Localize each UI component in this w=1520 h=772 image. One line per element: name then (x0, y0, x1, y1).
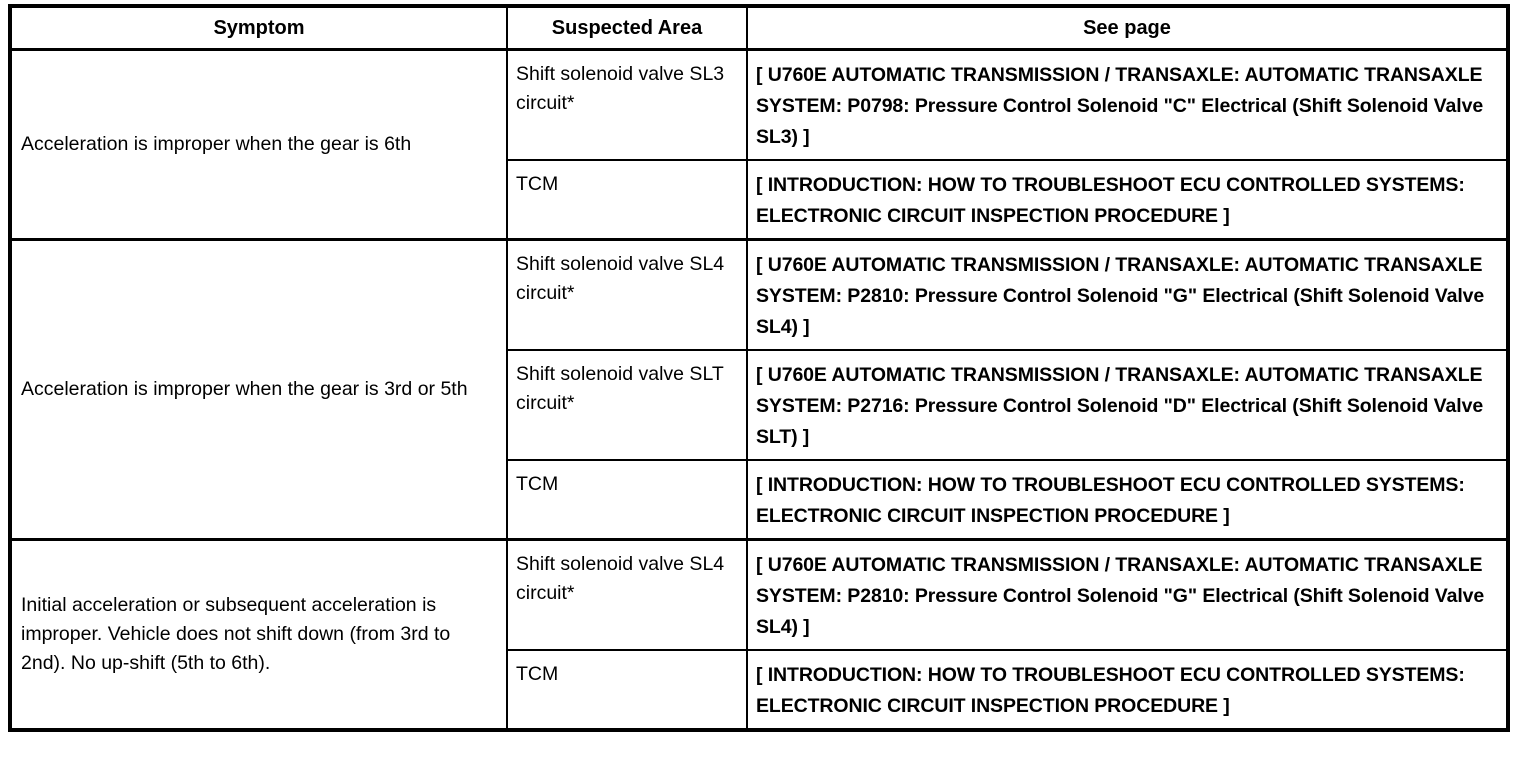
symptom-cell: Acceleration is improper when the gear i… (9, 48, 508, 241)
see-page-cell: [ INTRODUCTION: HOW TO TROUBLESHOOT ECU … (746, 459, 1509, 541)
see-page-cell: [ INTRODUCTION: HOW TO TROUBLESHOOT ECU … (746, 649, 1509, 731)
table-row: Acceleration is improper when the gear i… (9, 48, 1509, 241)
column-header-suspected-area: Suspected Area (506, 5, 748, 51)
table-row: TCM [ INTRODUCTION: HOW TO TROUBLESHOOT … (10, 159, 1509, 241)
suspected-area-cell: Shift solenoid valve SLT circuit* (506, 349, 748, 461)
column-header-see-page: See page (746, 5, 1509, 51)
table-row: Shift solenoid valve SLT circuit* [ U760… (10, 349, 1509, 461)
see-page-cell: [ INTRODUCTION: HOW TO TROUBLESHOOT ECU … (746, 159, 1509, 241)
column-header-symptom: Symptom (9, 5, 508, 51)
suspected-area-cell: Shift solenoid valve SL4 circuit* (506, 238, 748, 351)
symptom-cell: Initial acceleration or subsequent accel… (9, 538, 508, 731)
suspected-area-cell: TCM (506, 649, 748, 731)
table-body: Acceleration is improper when the gear i… (9, 48, 1509, 731)
symptom-cell: Acceleration is improper when the gear i… (9, 238, 508, 541)
table-row: TCM [ INTRODUCTION: HOW TO TROUBLESHOOT … (10, 459, 1509, 541)
table-row: Acceleration is improper when the gear i… (9, 238, 1509, 541)
table-header: Symptom Suspected Area See page (9, 5, 1509, 51)
see-page-cell: [ U760E AUTOMATIC TRANSMISSION / TRANSAX… (746, 48, 1509, 161)
see-page-cell: [ U760E AUTOMATIC TRANSMISSION / TRANSAX… (746, 349, 1509, 461)
see-page-cell: [ U760E AUTOMATIC TRANSMISSION / TRANSAX… (746, 538, 1509, 651)
see-page-cell: [ U760E AUTOMATIC TRANSMISSION / TRANSAX… (746, 238, 1509, 351)
table-row: TCM [ INTRODUCTION: HOW TO TROUBLESHOOT … (10, 649, 1509, 731)
table-header-row: Symptom Suspected Area See page (9, 5, 1509, 51)
table-row: Initial acceleration or subsequent accel… (9, 538, 1509, 731)
suspected-area-cell: Shift solenoid valve SL3 circuit* (506, 48, 748, 161)
diagnostic-trouble-table: Symptom Suspected Area See page Accelera… (8, 4, 1510, 732)
suspected-area-cell: TCM (506, 459, 748, 541)
suspected-area-cell: Shift solenoid valve SL4 circuit* (506, 538, 748, 651)
suspected-area-cell: TCM (506, 159, 748, 241)
